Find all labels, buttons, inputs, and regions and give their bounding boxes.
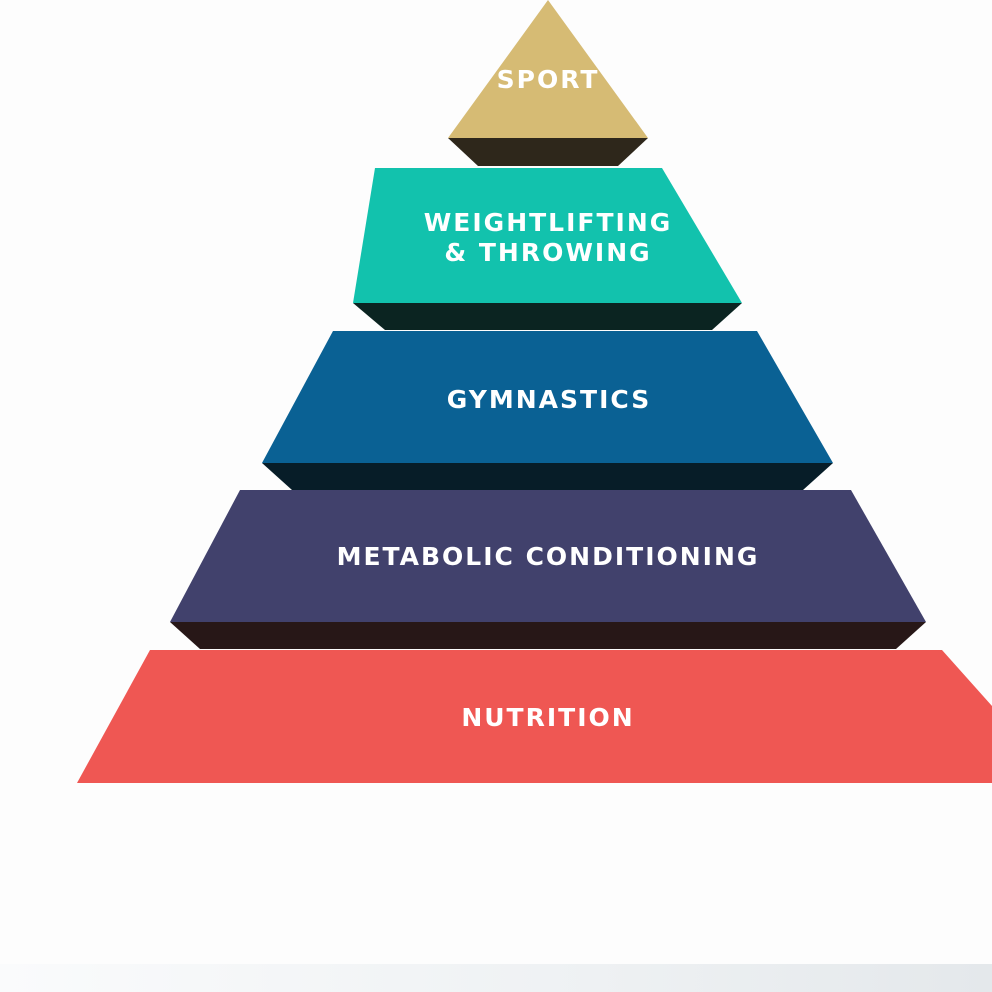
gymnastics-label: GYMNASTICS (447, 385, 651, 414)
weightlifting-label-line1: WEIGHTLIFTING (424, 208, 673, 237)
sport-shadow (448, 138, 648, 166)
metabolic-tier (170, 490, 926, 622)
gymnastics-shadow (262, 463, 833, 490)
nutrition-label: NUTRITION (461, 703, 634, 732)
nutrition-tier (77, 650, 992, 783)
metabolic-shadow (170, 622, 926, 649)
gymnastics-tier (262, 331, 833, 463)
weightlifting-tier (353, 168, 742, 303)
metabolic-label: METABOLIC CONDITIONING (337, 542, 760, 571)
weightlifting-label-line2: & THROWING (444, 238, 651, 267)
sport-label: SPORT (497, 65, 600, 94)
bottom-edge (0, 964, 992, 992)
sport-tier (448, 0, 648, 138)
weightlifting-shadow (353, 303, 742, 330)
